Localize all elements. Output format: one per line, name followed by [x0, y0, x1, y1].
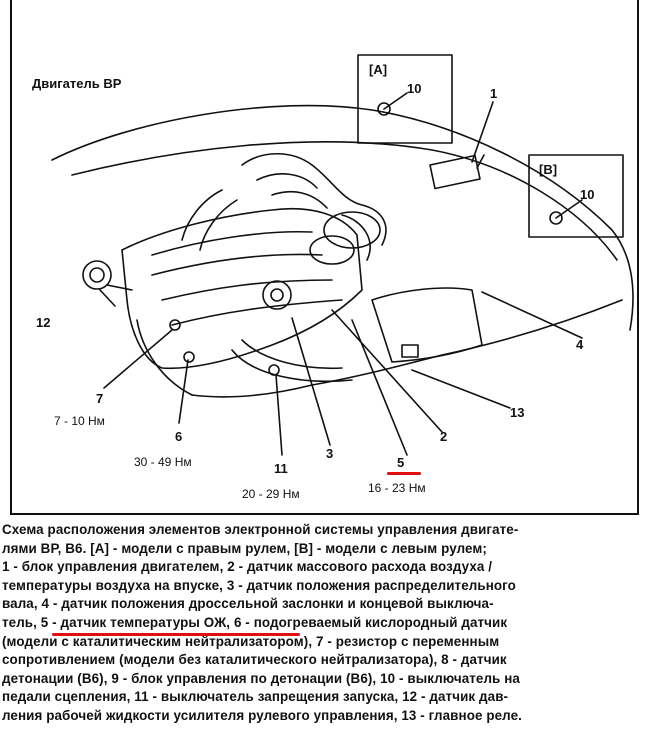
caption-line: детонации (В6), 9 - блок управления по д… — [2, 670, 520, 686]
callout-1: 1 — [490, 86, 498, 101]
diagram-title: Двигатель ВР — [32, 76, 122, 91]
start-switch — [268, 364, 280, 376]
inset-b-box — [528, 154, 624, 238]
inset-a-part: 10 — [407, 81, 422, 96]
caption-line: педали сцепления, 11 - выключатель запре… — [2, 689, 509, 705]
callout-12: 12 — [36, 315, 51, 330]
inset-a-box — [357, 54, 453, 144]
engine-block — [121, 207, 363, 370]
callout-3: 3 — [326, 446, 334, 461]
diagram-frame: Двигатель ВР [A] 10 [B] 10 1 4 13 2 3 12… — [10, 0, 639, 515]
inset-a-label: [A] — [369, 62, 388, 77]
callout-13: 13 — [510, 405, 525, 420]
callout-7: 7 — [96, 391, 104, 406]
hose — [241, 339, 343, 370]
caption-line: (модели с каталитическим нейтрализатором… — [2, 633, 500, 649]
oxygen-sensor — [183, 351, 195, 363]
inset-b-label: [B] — [539, 162, 558, 177]
caption-line: Схема расположения элементов электронной… — [2, 522, 519, 537]
caption-line: вала, 4 - датчик положения дроссельной з… — [2, 596, 494, 612]
callout-6-torque: 30 - 49 Нм — [134, 455, 192, 469]
caption-line: сопротивлением (модели без каталитическо… — [2, 652, 507, 668]
intake-manifold — [241, 153, 387, 246]
inset-b-part: 10 — [580, 187, 595, 202]
body-outline — [51, 104, 634, 331]
callout-6: 6 — [175, 429, 183, 444]
callout-4: 4 — [576, 337, 584, 352]
engine-bay-drawing — [51, 54, 634, 456]
callout-11-torque: 20 - 29 Нм — [242, 487, 300, 501]
caption-line: 1 - блок управления двигателем, 2 - датч… — [2, 559, 493, 575]
figure-caption: Схема расположения элементов электронной… — [2, 521, 647, 726]
caption-line: температуры воздуха на впуске, 3 - датчи… — [2, 577, 516, 593]
callout-11: 11 — [274, 461, 288, 476]
caption-line: ления рабочей жидкости усилителя рулевог… — [2, 707, 522, 723]
resistor — [169, 319, 181, 331]
callout-2: 2 — [440, 429, 448, 444]
pressure-switch — [82, 260, 112, 290]
caption-line: лями ВР, В6. [А] - модели с правым рулем… — [2, 540, 487, 556]
callout-5-highlight — [387, 472, 421, 475]
callout-5: 5 — [397, 455, 405, 470]
callout-7-torque: 7 - 10 Нм — [54, 414, 105, 428]
caption-highlight — [52, 633, 300, 636]
caption-line: тель, 5 - датчик температуры ОЖ, 6 - под… — [2, 614, 508, 630]
callout-5-torque: 16 - 23 Нм — [368, 481, 426, 495]
main-relay — [401, 344, 419, 358]
